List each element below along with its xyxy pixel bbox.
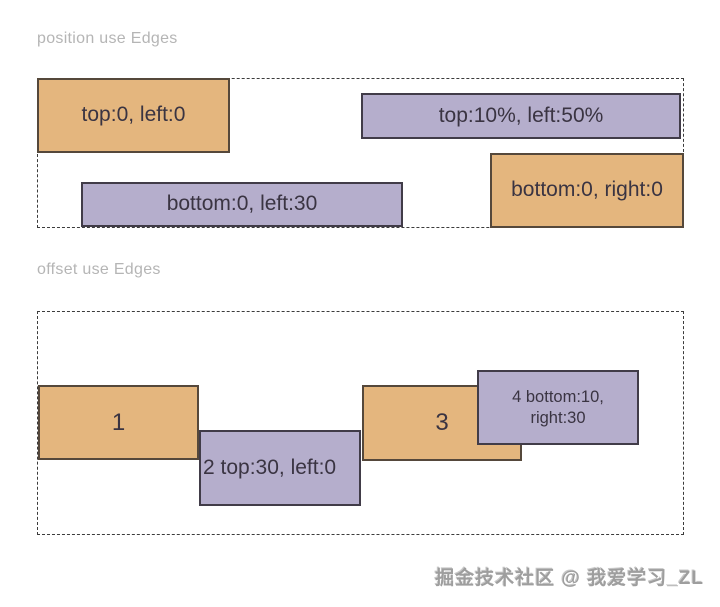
watermark-juejin-community: 掘金技术社区 @ 我爱学习_ZL [435, 568, 704, 589]
section-title-position-use-edges: position use Edges [37, 30, 178, 47]
box-bottom0-right0: bottom:0, right:0 [490, 153, 684, 228]
box-2-top30-left0: 2 top:30, left:0 [199, 430, 361, 506]
box-1: 1 [38, 385, 199, 460]
box-top10pct-left50pct: top:10%, left:50% [361, 93, 681, 139]
box-top0-left0: top:0, left:0 [37, 78, 230, 153]
offset-edges-container: 1 2 top:30, left:0 3 4 bottom:10, right:… [37, 311, 684, 535]
position-edges-container: top:0, left:0 top:10%, left:50% bottom:0… [37, 78, 684, 228]
box-4-bottom10-right30: 4 bottom:10, right:30 [477, 370, 639, 445]
box-bottom0-left30: bottom:0, left:30 [81, 182, 403, 227]
section-title-offset-use-edges: offset use Edges [37, 261, 161, 278]
